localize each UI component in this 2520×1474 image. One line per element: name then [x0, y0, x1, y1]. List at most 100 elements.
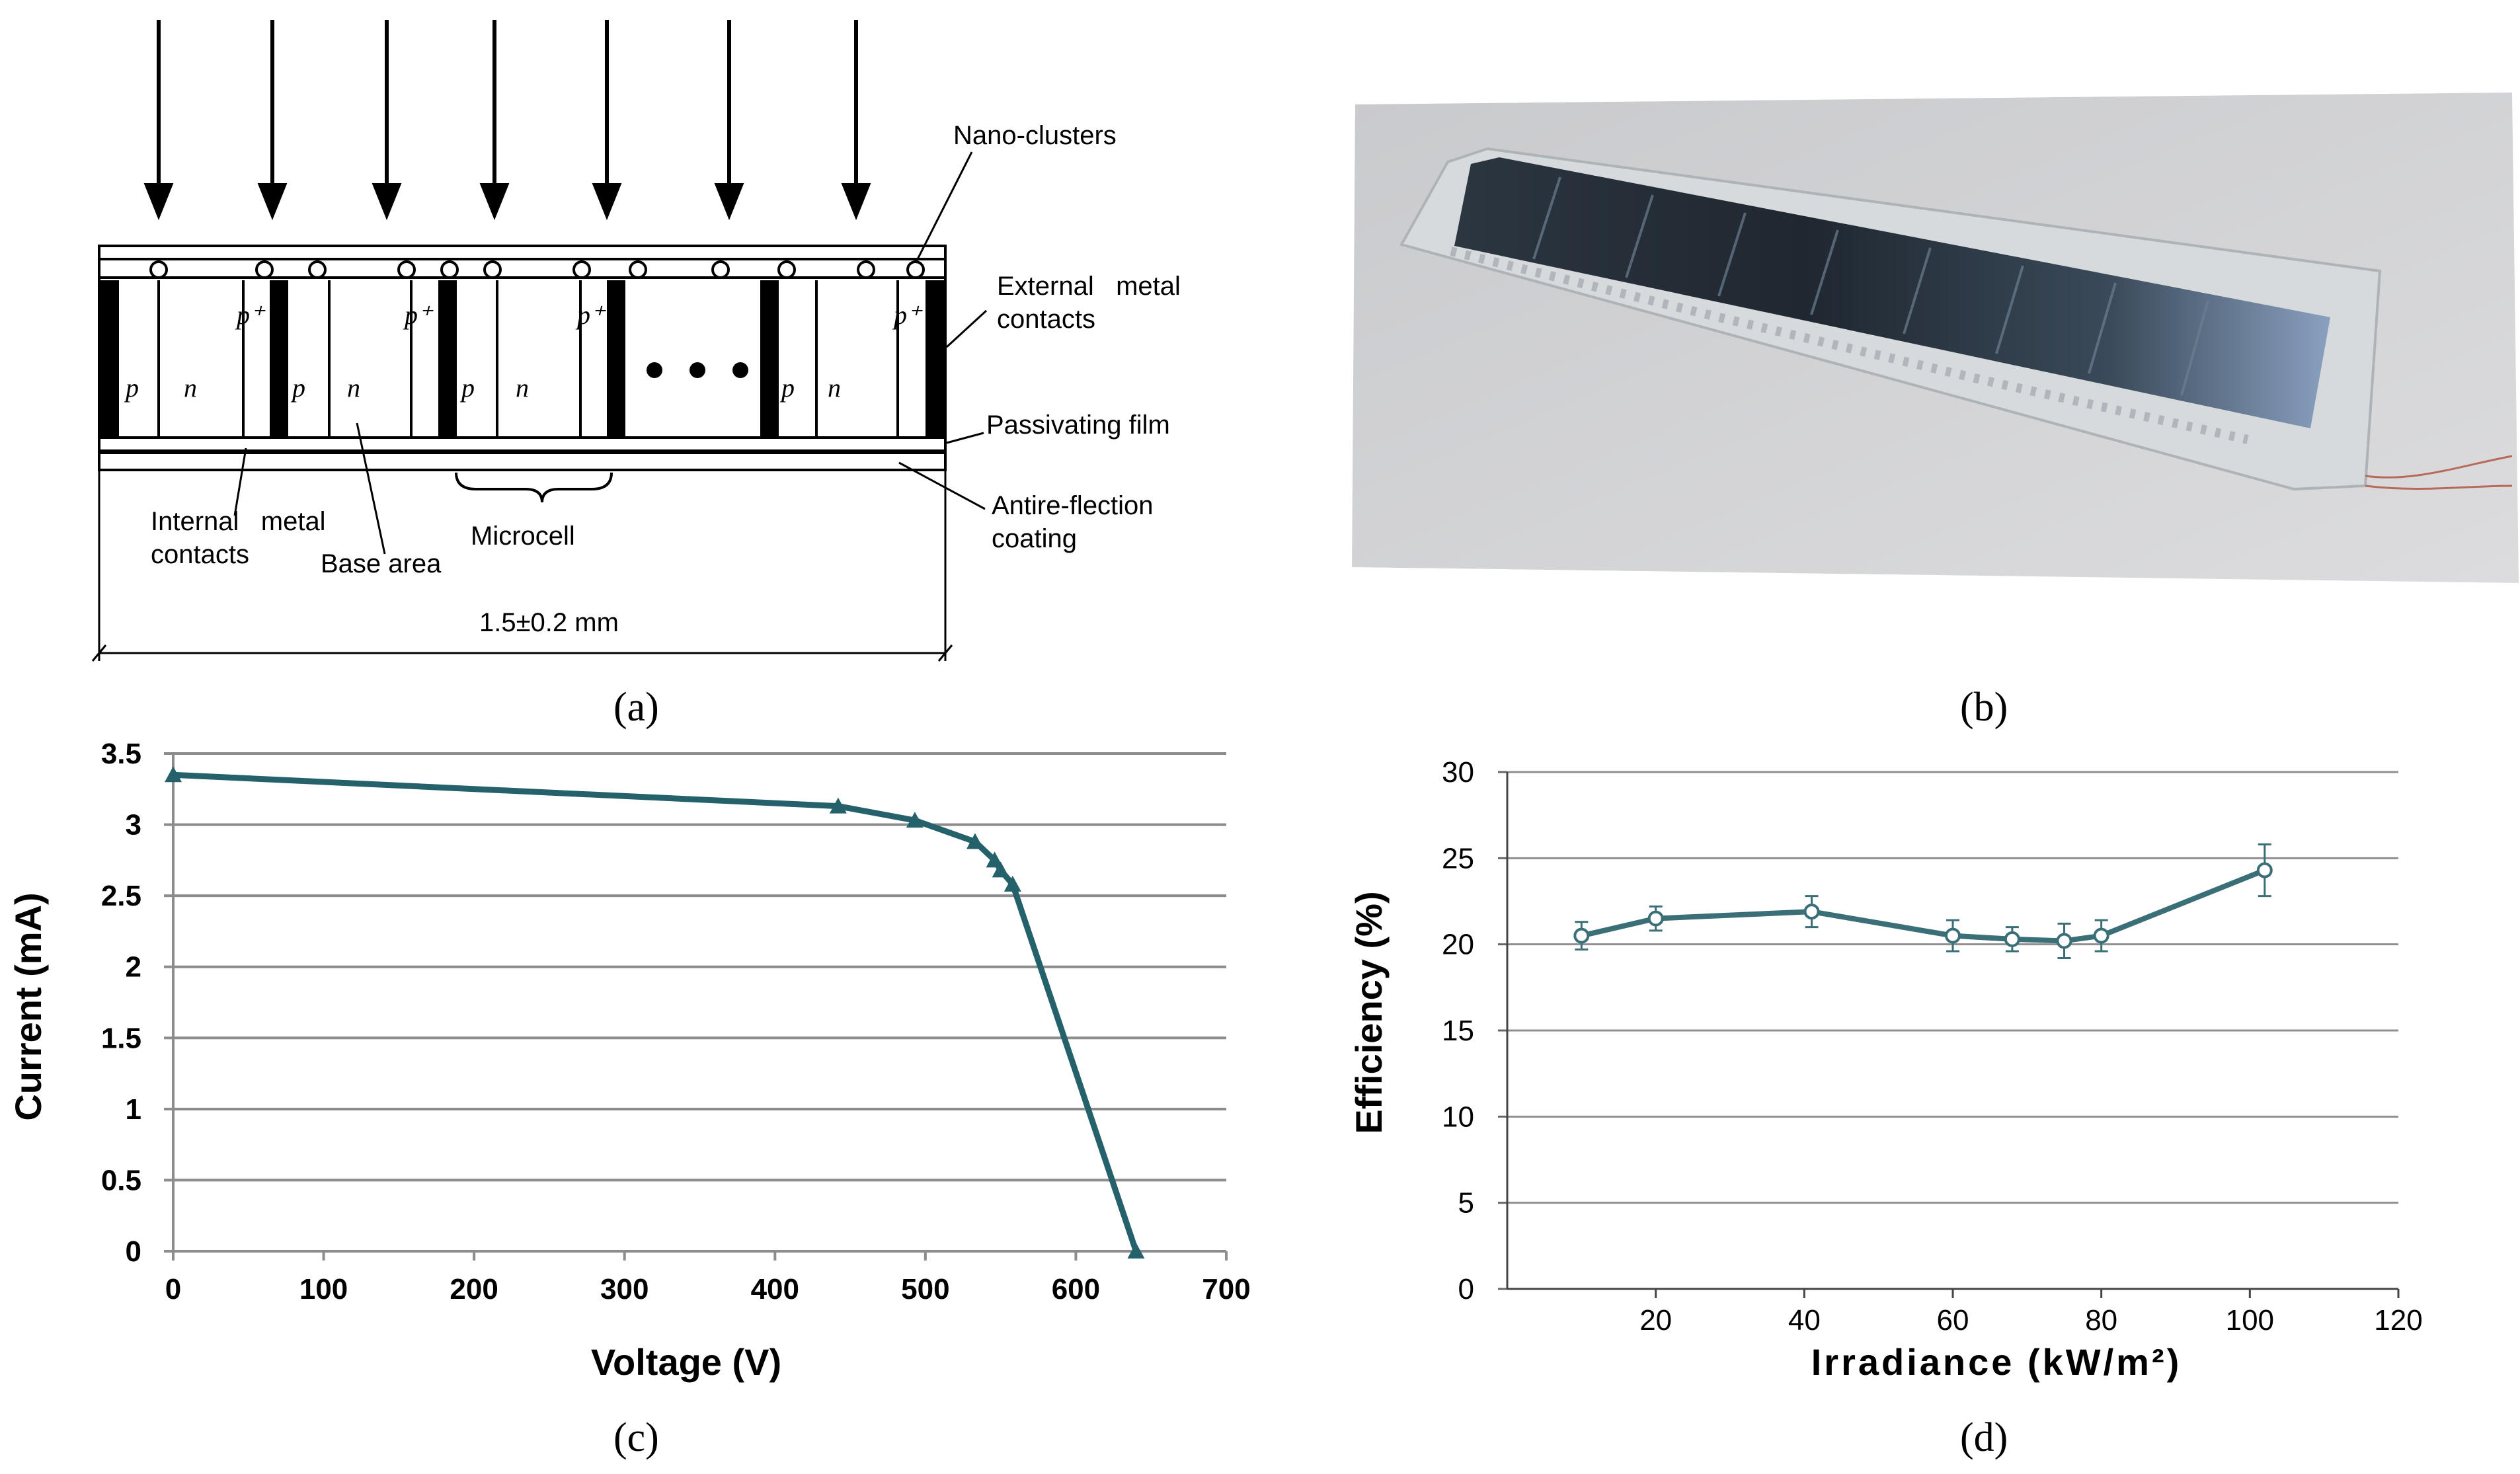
data-point [1945, 927, 1961, 944]
x-tick-labels: 20 40 60 80 100 120 [1639, 1304, 2423, 1337]
internal-contacts-label-line1: Internal metal [151, 507, 326, 536]
external-contacts-label-line2: contacts [997, 305, 1095, 334]
panel-label-d: (d) [1960, 1415, 2008, 1460]
region-n-label: n [184, 373, 197, 403]
y-tick-labels: 0 5 10 15 20 25 30 [1442, 756, 1474, 1305]
x-tick-label: 20 [1639, 1304, 1672, 1337]
region-pplus-label: p⁺ [403, 300, 434, 330]
incident-light-arrows [143, 20, 871, 221]
data-point [1803, 904, 1820, 920]
region-pplus-label: p⁺ [235, 300, 266, 330]
data-point [1573, 927, 1590, 944]
data-point [1004, 875, 1021, 892]
microcell-label: Microcell [471, 522, 575, 551]
dimension-label: 1.5±0.2 mm [479, 608, 619, 637]
antireflection-label-line1: Antire-flection [992, 491, 1154, 520]
y-tick-label: 5 [1458, 1187, 1474, 1220]
data-point [992, 861, 1009, 878]
cell-stripes [1532, 176, 2209, 396]
panel-a-diagram: p n p⁺ p n p⁺ p n p⁺ p n p⁺ [91, 20, 1181, 730]
y-tick-label: 1.5 [101, 1022, 141, 1054]
x-axis-label: Voltage (V) [591, 1341, 781, 1383]
nano-clusters [149, 260, 925, 279]
data-point [2093, 927, 2109, 944]
y-tick-label: 3.5 [101, 738, 141, 770]
x-tick-label: 40 [1788, 1304, 1821, 1337]
axes [1498, 771, 2400, 1298]
contact-beads [1450, 247, 2249, 444]
nano-clusters-label: Nano-clusters [953, 121, 1117, 150]
x-tick-label: 300 [600, 1273, 649, 1305]
panel-b-photo: (b) [1352, 93, 2519, 730]
y-axis-label: Efficiency (%) [1348, 891, 1390, 1134]
x-tick-label: 60 [1937, 1304, 1969, 1337]
region-p-label: p [290, 373, 305, 403]
region-dividers [157, 280, 899, 438]
x-tick-label: 400 [751, 1273, 799, 1305]
data-point [966, 833, 984, 849]
series-line [1573, 843, 2273, 960]
x-tick-label: 600 [1052, 1273, 1100, 1305]
region-n-label: n [347, 373, 360, 403]
region-p-label: p [124, 373, 139, 403]
metal-contacts [100, 280, 944, 438]
passivating-film [98, 436, 947, 452]
region-p-label: p [459, 373, 475, 403]
y-tick-label: 3 [126, 809, 141, 841]
passivating-film-label: Passivating film [986, 410, 1170, 440]
data-point [986, 851, 1004, 868]
x-tick-label: 700 [1202, 1273, 1250, 1305]
grid-lines [1507, 771, 2398, 1204]
x-tick-label: 100 [2226, 1304, 2274, 1337]
panel-label-b: (b) [1960, 685, 2008, 730]
data-point [1647, 910, 1664, 927]
x-tick-label: 0 [165, 1273, 181, 1305]
y-tick-label: 1 [126, 1093, 141, 1126]
y-tick-label: 30 [1442, 756, 1474, 789]
solar-cell-array [1454, 157, 2330, 428]
x-tick-label: 120 [2374, 1304, 2422, 1337]
panel-label-a: (a) [613, 685, 659, 730]
y-tick-label: 2.5 [101, 880, 141, 912]
dimension-line [91, 470, 953, 662]
data-point [165, 766, 182, 783]
region-n-label: n [516, 373, 529, 403]
region-pplus-label: p⁺ [575, 300, 606, 330]
y-tick-labels: 0 0.5 1 1.5 2 2.5 3 3.5 [101, 738, 141, 1268]
external-contacts-label-line1: External metal [997, 272, 1181, 301]
series-line [165, 766, 1145, 1259]
efficiency-line [1581, 867, 2266, 944]
ellipsis-dots [647, 362, 748, 378]
y-tick-label: 0.5 [101, 1164, 141, 1196]
y-tick-label: 2 [126, 951, 141, 984]
y-tick-label: 0 [1458, 1273, 1474, 1305]
y-tick-label: 25 [1442, 842, 1474, 874]
region-n-label: n [828, 373, 841, 403]
data-point [2056, 933, 2072, 949]
data-point [829, 797, 847, 814]
x-tick-label: 80 [2085, 1304, 2117, 1337]
panel-label-c: (c) [613, 1415, 659, 1460]
region-pplus-label: p⁺ [892, 300, 923, 330]
y-axis-label: Current (mA) [7, 892, 49, 1120]
data-point [906, 812, 924, 828]
y-tick-label: 15 [1442, 1015, 1474, 1047]
axes [164, 752, 1228, 1261]
microcell-brace [455, 472, 613, 503]
y-tick-label: 10 [1442, 1101, 1474, 1133]
leader-lines [233, 151, 988, 555]
antireflection-label-line2: coating [992, 524, 1077, 553]
x-tick-label: 200 [450, 1273, 498, 1305]
lead-wires [2365, 455, 2513, 490]
data-point [1127, 1243, 1145, 1259]
base-area-label: Base area [321, 549, 442, 578]
nanocluster-layer [98, 245, 947, 279]
data-point [2256, 862, 2273, 878]
x-tick-label: 100 [299, 1273, 348, 1305]
y-tick-label: 20 [1442, 929, 1474, 961]
y-tick-label: 0 [126, 1235, 141, 1268]
